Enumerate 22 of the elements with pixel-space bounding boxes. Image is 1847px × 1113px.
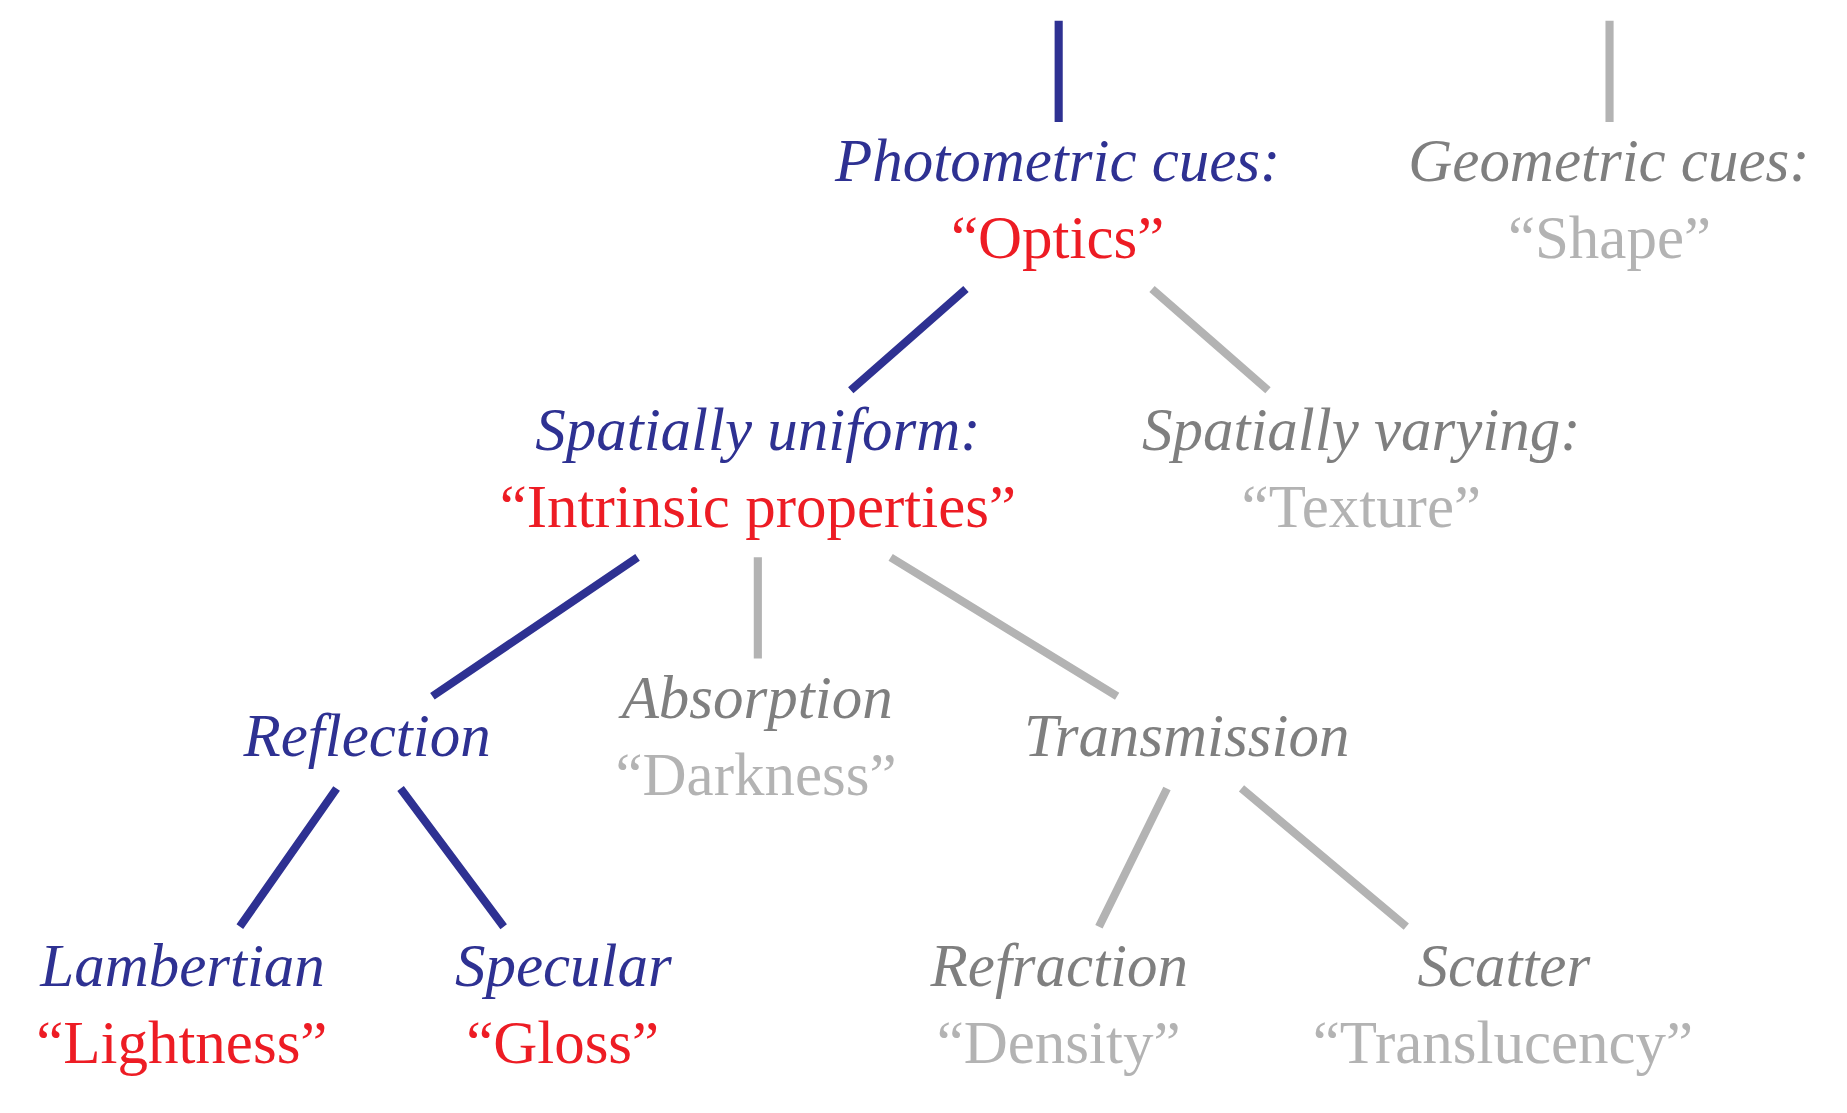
node-text: Transmission [1024, 702, 1350, 770]
node-text: Specular “Gloss” [454, 932, 672, 1077]
node-text: Spatially uniform: “Intrinsic properties” [499, 395, 1017, 540]
connector [1605, 20, 1614, 123]
connector [1238, 785, 1409, 930]
connector [1054, 20, 1063, 123]
connector [848, 286, 969, 394]
connector [888, 553, 1120, 700]
connector [430, 554, 640, 700]
node-text: Scatter “Translucency” [1312, 932, 1694, 1077]
node-text: Lambertian “Lightness” [36, 932, 328, 1077]
node-text: Photometric cues: “Optics” [835, 127, 1281, 272]
node-text: Refraction “Density” [930, 932, 1188, 1077]
connector [753, 557, 762, 659]
node-text: Absorption “Darkness” [615, 663, 897, 809]
connector [236, 786, 340, 930]
connector [397, 786, 507, 930]
connector [1095, 786, 1171, 929]
connector [1149, 286, 1271, 394]
node-text: Geometric cues: “Shape” [1408, 127, 1810, 272]
node-text: Spatially varying: “Texture” [1142, 395, 1581, 540]
node-text: Reflection [243, 702, 491, 770]
